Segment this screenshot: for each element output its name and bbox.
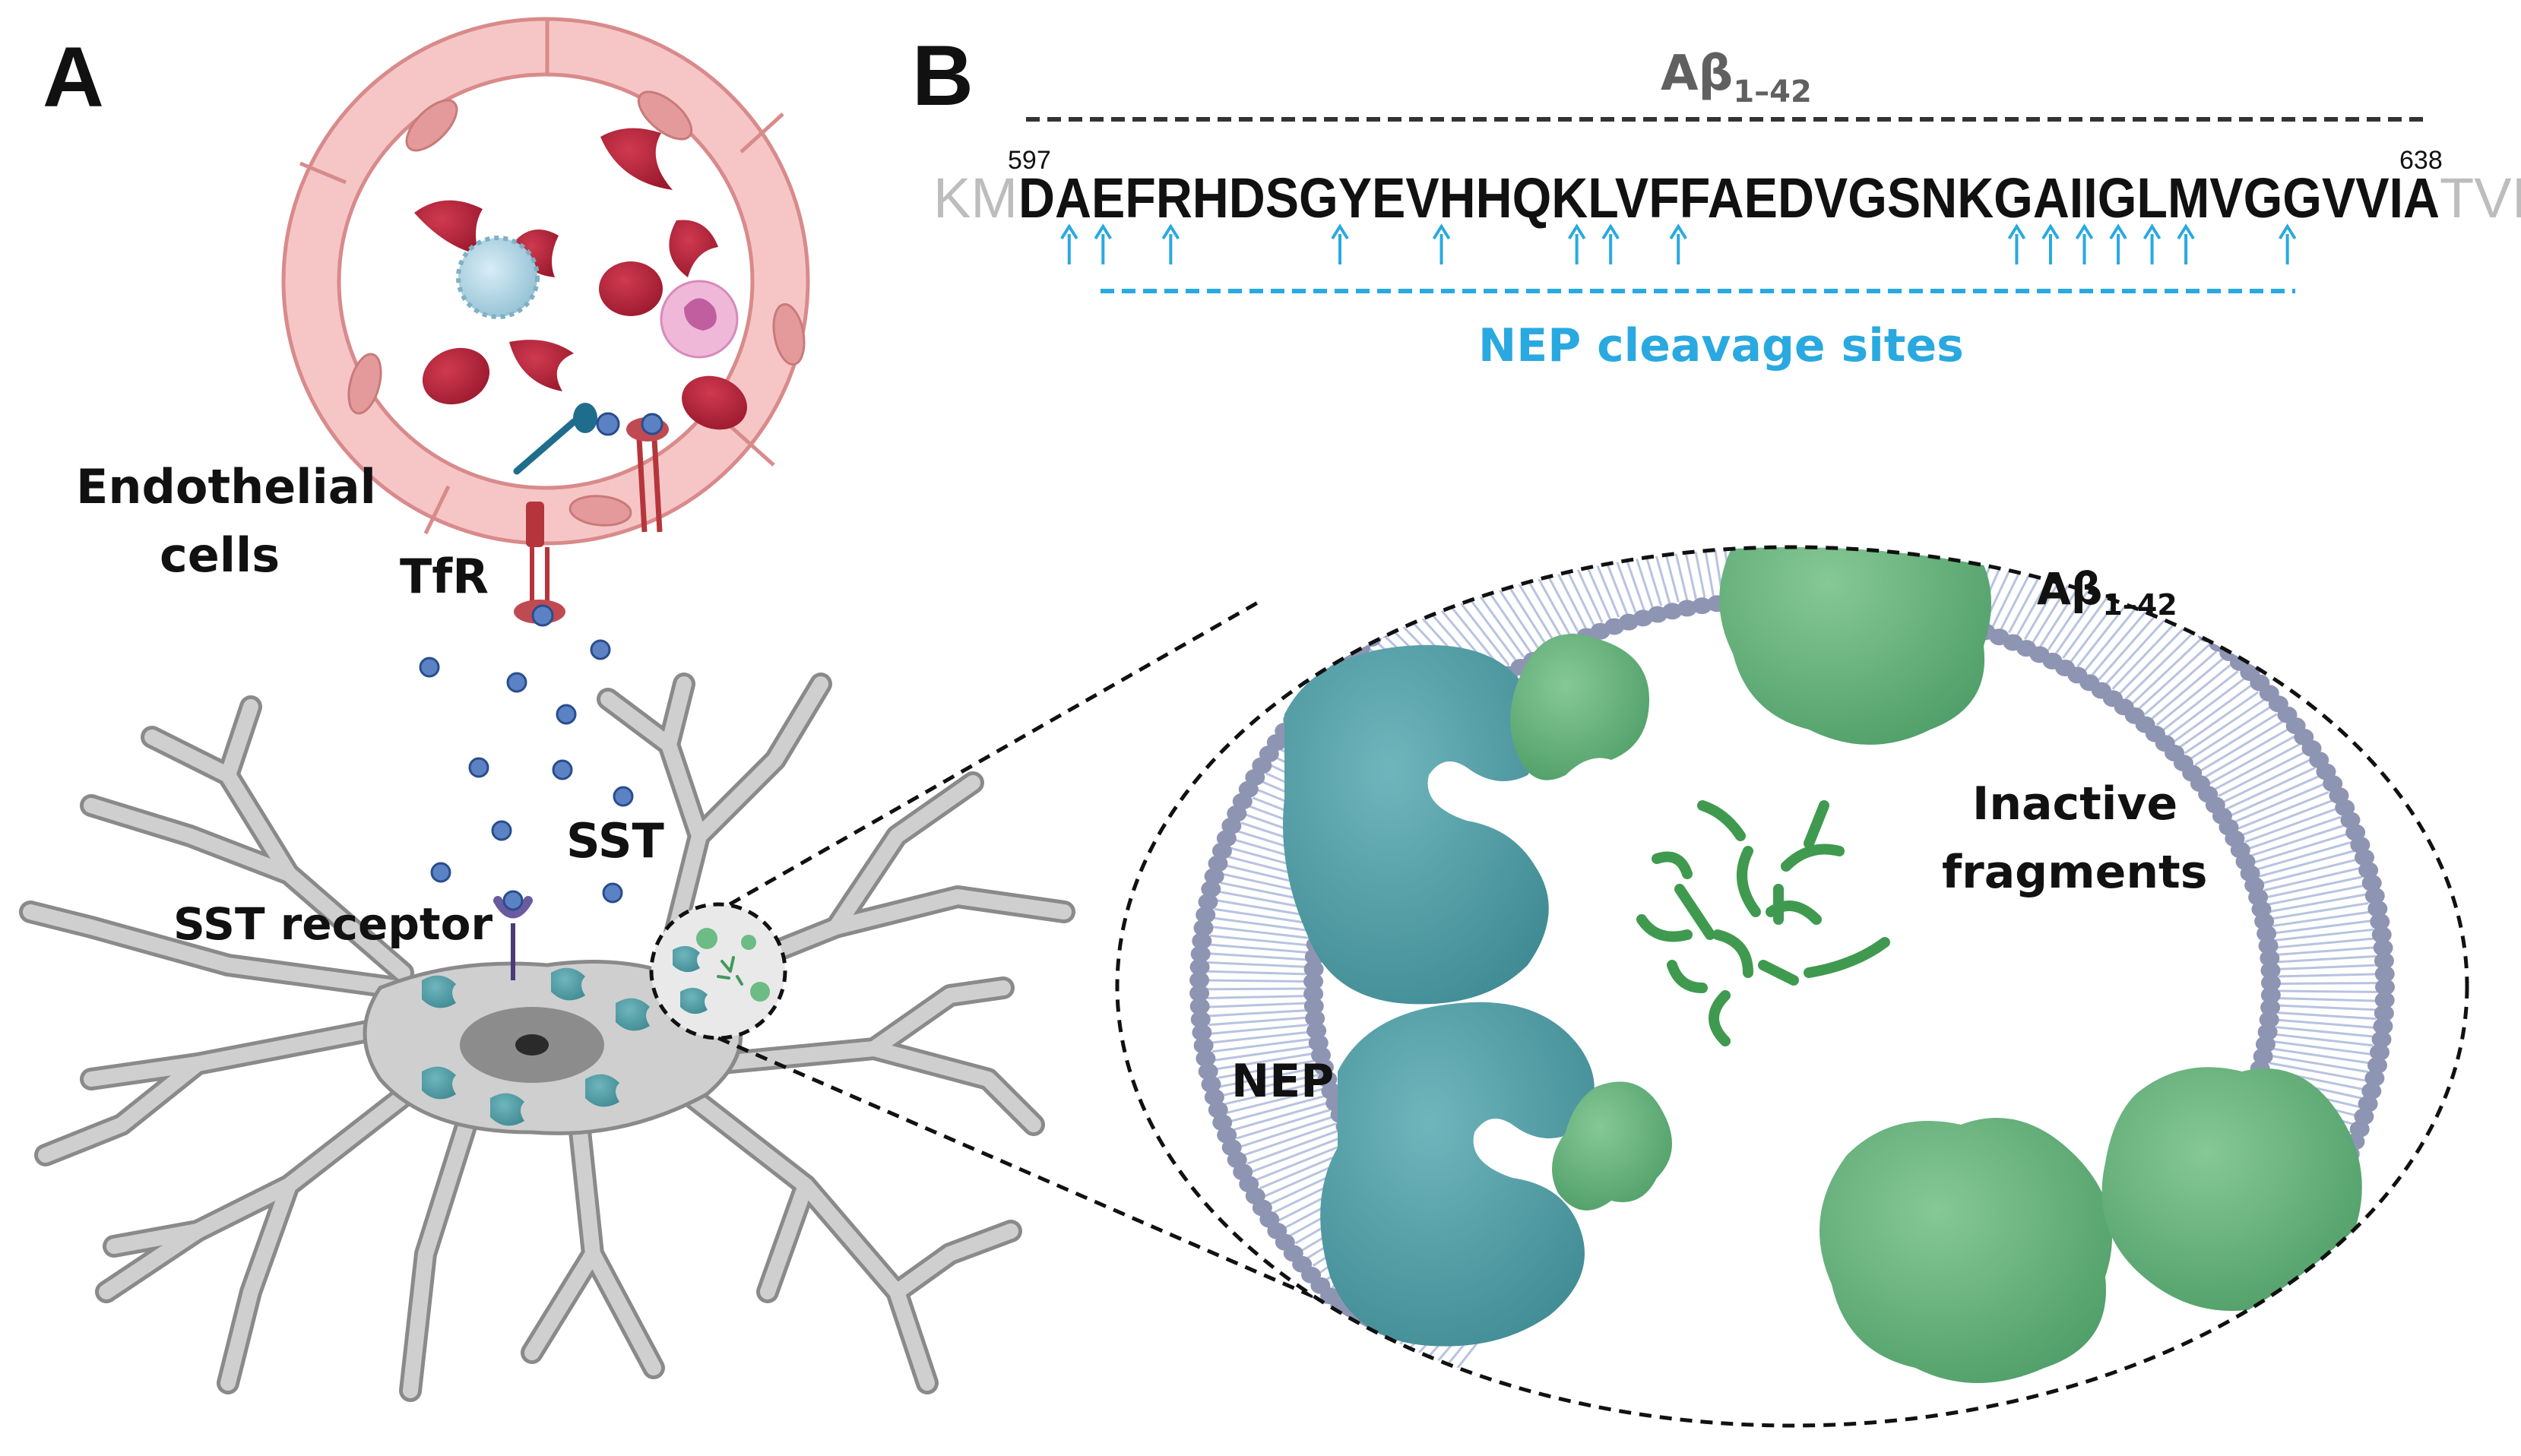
panel-label-a: A <box>43 30 104 125</box>
cleavage-arrow-icon <box>2278 223 2297 264</box>
cleavage-arrow-icon <box>2075 223 2094 264</box>
cleavage-arrow-icon <box>1601 223 1620 264</box>
sequence-prefix: KM <box>933 166 1018 229</box>
sst-receptor-label: SST receptor <box>173 898 492 950</box>
inactive-fragments-label-line1: Inactive <box>1972 777 2177 831</box>
abeta-sequence: DAEFRHDSGYEVHHQKLVFFAEDVGSNKGAIIGLMVGGVV… <box>1018 166 2440 229</box>
receptor-bound-transferrin-icon <box>513 403 669 533</box>
abeta-header: Aβ1–42 <box>1661 46 1812 109</box>
zoom-abeta-label: Aβ1–42 <box>2037 563 2177 622</box>
neuron <box>19 673 1075 1402</box>
cleavage-arrow-icon <box>1331 223 1349 264</box>
cleavage-arrow-icon <box>1161 223 1180 264</box>
sequence-suffix: TVI <box>2440 166 2521 229</box>
nep-label: NEP <box>1231 1055 1334 1108</box>
endothelial-label-line1: Endothelial <box>76 459 376 514</box>
cleavage-arrow-icon <box>2177 223 2195 264</box>
abeta-aggregate-icon <box>1510 547 2362 1383</box>
sst-label: SST <box>566 813 664 869</box>
cleavage-arrows <box>1060 223 2297 264</box>
transferrin-receptor-icon <box>514 502 565 627</box>
sst-receptor-icon <box>493 890 533 980</box>
zoom-connector-lines <box>717 598 1338 1309</box>
nep-enzyme-icon <box>1283 644 1595 1347</box>
cleavage-arrow-icon <box>1094 223 1113 264</box>
endothelial-nucleus-icon <box>347 90 806 527</box>
white-blood-cell-icon <box>456 236 739 359</box>
cleavage-arrow-icon <box>1060 223 1078 264</box>
tfr-label: TfR <box>400 549 489 604</box>
zoom-ellipse <box>1115 545 2469 1428</box>
cleavage-arrow-icon <box>1567 223 1586 264</box>
cleavage-arrow-icon <box>2143 223 2162 264</box>
red-blood-cell-icon <box>414 128 747 430</box>
cleavage-arrow-icon <box>1669 223 1687 264</box>
inset-region <box>649 902 787 1040</box>
start-residue-number: 597 <box>1008 146 1051 175</box>
end-residue-number: 638 <box>2399 146 2443 175</box>
cleavage-arrow-icon <box>2007 223 2026 264</box>
inactive-fragments-label-line2: fragments <box>1942 846 2207 899</box>
nep-cleavage-sites-label: NEP cleavage sites <box>1478 319 1964 372</box>
cleavage-arrow-icon <box>2041 223 2060 264</box>
sst-molecules <box>419 639 634 916</box>
inactive-fragments-icon <box>1636 800 1890 1046</box>
cleavage-arrow-icon <box>2109 223 2127 264</box>
cleavage-arrow-icon <box>1432 223 1451 264</box>
blood-vessel <box>281 17 810 627</box>
panel-label-b: B <box>912 28 974 123</box>
endothelial-label-line2: cells <box>160 527 280 583</box>
